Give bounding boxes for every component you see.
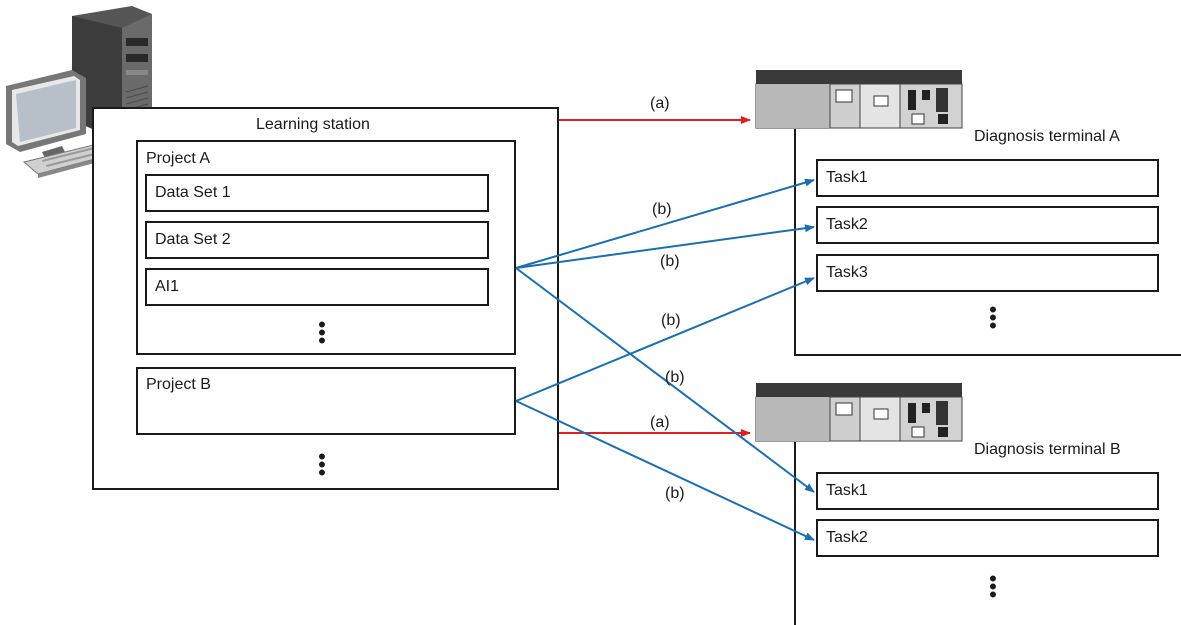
data-set-1-item [145,174,489,212]
project-a-ellipsis: ••• [318,312,326,353]
project-b-box [136,367,516,435]
arrow-b-projb-to-b-task2 [515,400,815,541]
terminal-a-frame [794,129,1181,356]
plc-icon [755,70,963,129]
ai1-item [145,268,489,306]
terminal-b-title: Diagnosis terminal B [974,441,1121,458]
arrow-b-label-5: (b) [665,485,685,502]
project-a-label: Project A [146,150,211,167]
arrow-b-label-3: (b) [661,312,681,329]
terminal-a-task3 [816,254,1159,292]
terminal-a-task1 [816,159,1159,197]
terminal-a-ellipsis: ••• [989,297,997,338]
terminal-b-ellipsis: ••• [989,566,997,607]
plc-icon [755,383,963,442]
arrow-b-projb-to-a-task3 [515,277,815,402]
data-set-2-label: Data Set 2 [155,231,231,248]
arrow-b-label-2: (b) [660,253,680,270]
terminal-b-task2 [816,519,1159,557]
project-b-label: Project B [146,376,211,393]
terminal-a-task2 [816,206,1159,244]
data-set-2-item [145,221,489,259]
arrow-b-label-4: (b) [665,369,685,386]
arrow-b-ai1-to-b-task1 [515,267,815,493]
terminal-b-task1-label: Task1 [826,482,868,499]
arrow-b-ai1-to-a-task2 [515,224,815,269]
data-set-1-label: Data Set 1 [155,184,231,201]
terminal-b-frame [794,442,796,625]
arrow-b-label-1: (b) [652,201,672,218]
terminal-b-task1 [816,472,1159,510]
arrow-a-label-top: (a) [650,95,670,112]
projects-ellipsis: ••• [318,444,326,485]
arrow-a-label-bottom: (a) [650,414,670,431]
ai1-label: AI1 [155,278,180,295]
terminal-a-task2-label: Task2 [826,216,868,233]
arrow-b-ai1-to-a-task1 [515,178,815,269]
terminal-b-task2-label: Task2 [826,529,868,546]
terminal-a-task1-label: Task1 [826,169,868,186]
learning-station-title: Learning station [256,116,370,133]
terminal-a-title: Diagnosis terminal A [974,128,1120,145]
terminal-a-task3-label: Task3 [826,264,868,281]
